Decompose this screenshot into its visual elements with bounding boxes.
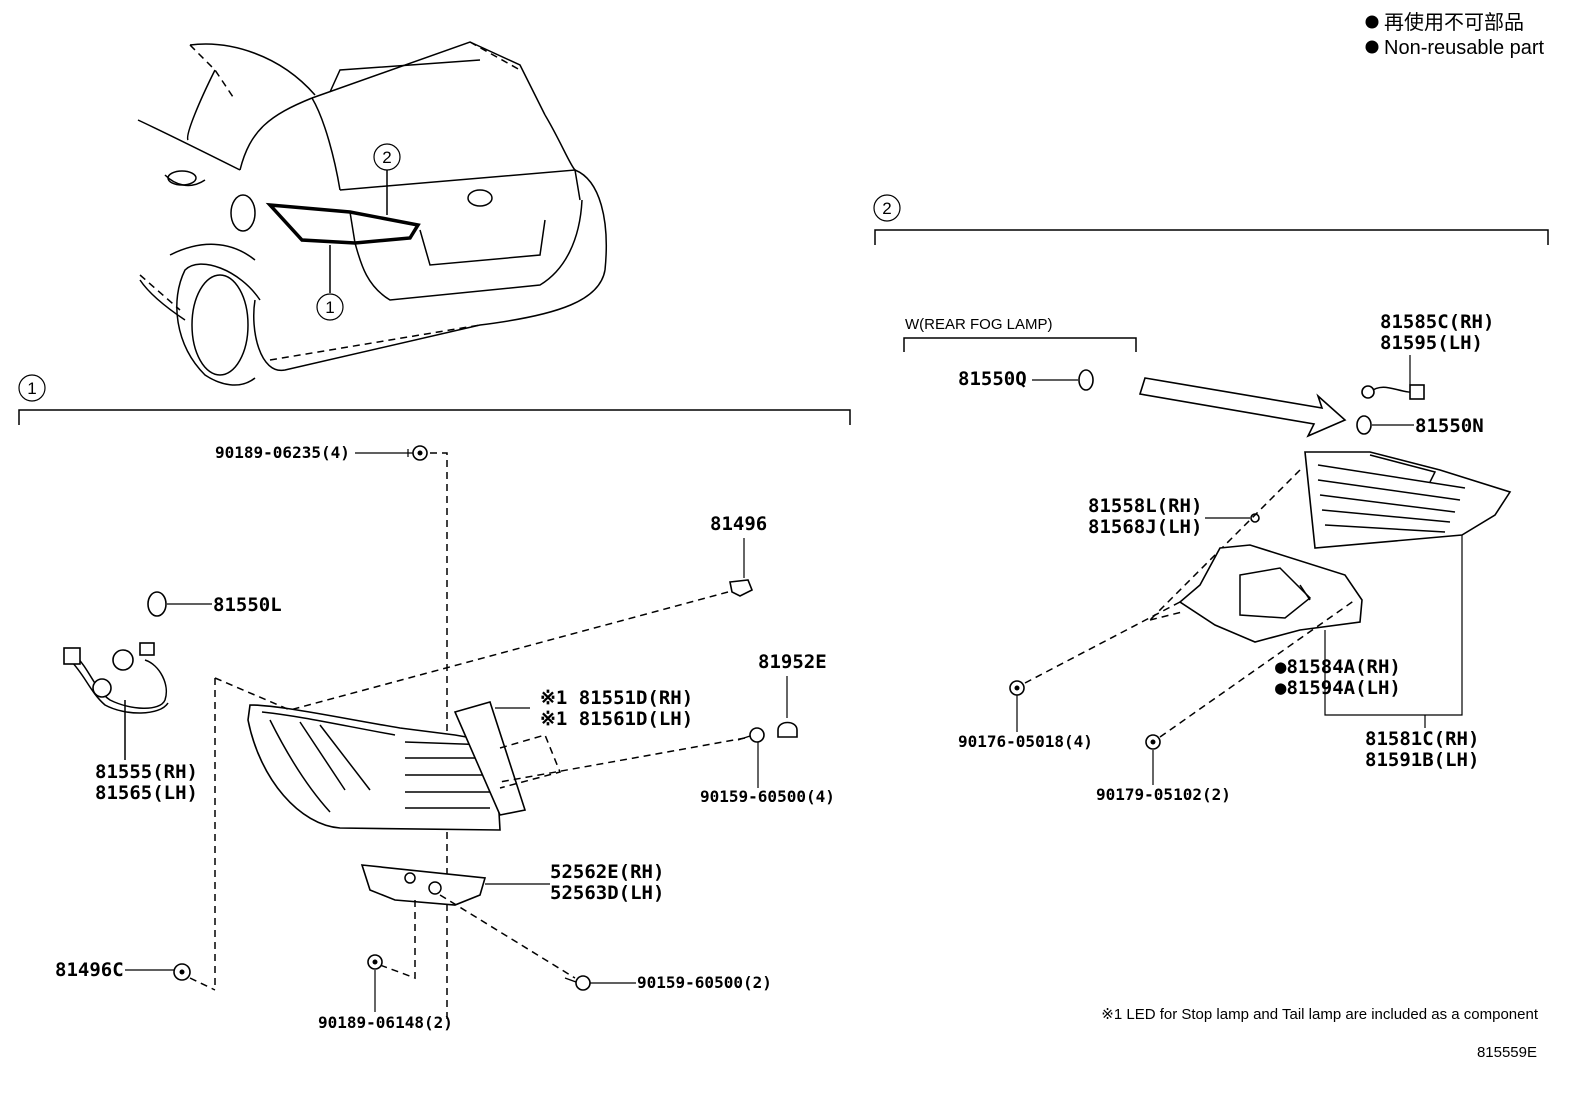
inner-lamp-81581C xyxy=(1304,451,1512,549)
label-81496: 81496 xyxy=(710,513,767,535)
label-81568J: 81568J(LH) xyxy=(1088,516,1202,538)
label-52562E: 52562E(RH) xyxy=(550,861,664,883)
non-reusable-bullet-icon xyxy=(1365,40,1379,54)
non-reusable-bullet-icon xyxy=(1365,15,1379,29)
label-81584A: ●81584A(RH) xyxy=(1275,656,1401,678)
svg-text:2: 2 xyxy=(382,148,391,167)
svg-text:2: 2 xyxy=(882,199,891,218)
legend-jp: 再使用不可部品 xyxy=(1384,11,1524,34)
footnote-led: ※1 LED for Stop lamp and Tail lamp are i… xyxy=(1101,1006,1539,1023)
legend-en: Non-reusable part xyxy=(1384,37,1545,59)
bracket-52562E xyxy=(360,864,487,906)
label-90189-06148: 90189-06148(2) xyxy=(318,1013,453,1032)
direction-arrow-icon xyxy=(1138,377,1347,438)
wire-harness-81555 xyxy=(63,642,169,760)
label-90159-60500-4: 90159-60500(4) xyxy=(700,787,835,806)
nut-90179-05102 xyxy=(1145,734,1161,750)
label-90179-05102: 90179-05102(2) xyxy=(1096,785,1231,804)
label-81565: 81565(LH) xyxy=(95,782,198,804)
svg-text:1: 1 xyxy=(325,298,334,317)
screw-90189-06235 xyxy=(405,445,428,461)
nut-90176-05018 xyxy=(1009,680,1025,696)
label-52563D: 52563D(LH) xyxy=(550,882,664,904)
car-rear-view-illustration xyxy=(137,41,607,386)
label-rear-fog-lamp: W(REAR FOG LAMP) xyxy=(905,316,1053,333)
label-81550Q: 81550Q xyxy=(958,368,1027,390)
clip-81496 xyxy=(729,579,754,597)
label-81585C: 81585C(RH) xyxy=(1380,311,1494,333)
rear-combination-lamp xyxy=(247,701,527,831)
section-2-header: 2 xyxy=(873,194,1549,245)
label-81561D: ※1 81561D(LH) xyxy=(540,708,693,730)
label-90159-60500-2: 90159-60500(2) xyxy=(637,973,772,992)
label-81591B: 81591B(LH) xyxy=(1365,749,1479,771)
legend: 再使用不可部品 Non-reusable part xyxy=(1365,11,1545,59)
label-81581C: 81581C(RH) xyxy=(1365,728,1479,750)
label-81555: 81555(RH) xyxy=(95,761,198,783)
screw-90159-60500-2 xyxy=(564,975,591,991)
bulb-81550L xyxy=(147,591,167,617)
socket-81585C xyxy=(1361,384,1425,400)
label-81952E: 81952E xyxy=(758,651,827,673)
bulb-81550Q xyxy=(1078,369,1094,391)
drawing-code: 815559E xyxy=(1477,1044,1537,1061)
clip-81496C xyxy=(173,963,191,981)
label-81496C: 81496C xyxy=(55,959,124,981)
section-1-header: 1 xyxy=(18,374,851,425)
label-81594A: ●81594A(LH) xyxy=(1275,677,1401,699)
svg-text:1: 1 xyxy=(27,379,36,398)
label-81558L: 81558L(RH) xyxy=(1088,495,1202,517)
screw-90189-06148 xyxy=(367,954,383,970)
callout-2-car: 2 xyxy=(373,143,401,171)
screw-90159-60500-4 xyxy=(737,727,765,743)
callout-1-car: 1 xyxy=(316,293,344,321)
cap-81952E xyxy=(777,721,798,738)
label-90176-05018: 90176-05018(4) xyxy=(958,732,1093,751)
label-81595: 81595(LH) xyxy=(1380,332,1483,354)
label-81551D: ※1 81551D(RH) xyxy=(540,687,693,709)
bulb-81550N xyxy=(1356,415,1372,435)
label-81550L: 81550L xyxy=(213,594,282,616)
label-81550N: 81550N xyxy=(1415,415,1484,437)
gasket-81584A xyxy=(1178,544,1363,643)
label-90189-06235: 90189-06235(4) xyxy=(215,443,350,462)
